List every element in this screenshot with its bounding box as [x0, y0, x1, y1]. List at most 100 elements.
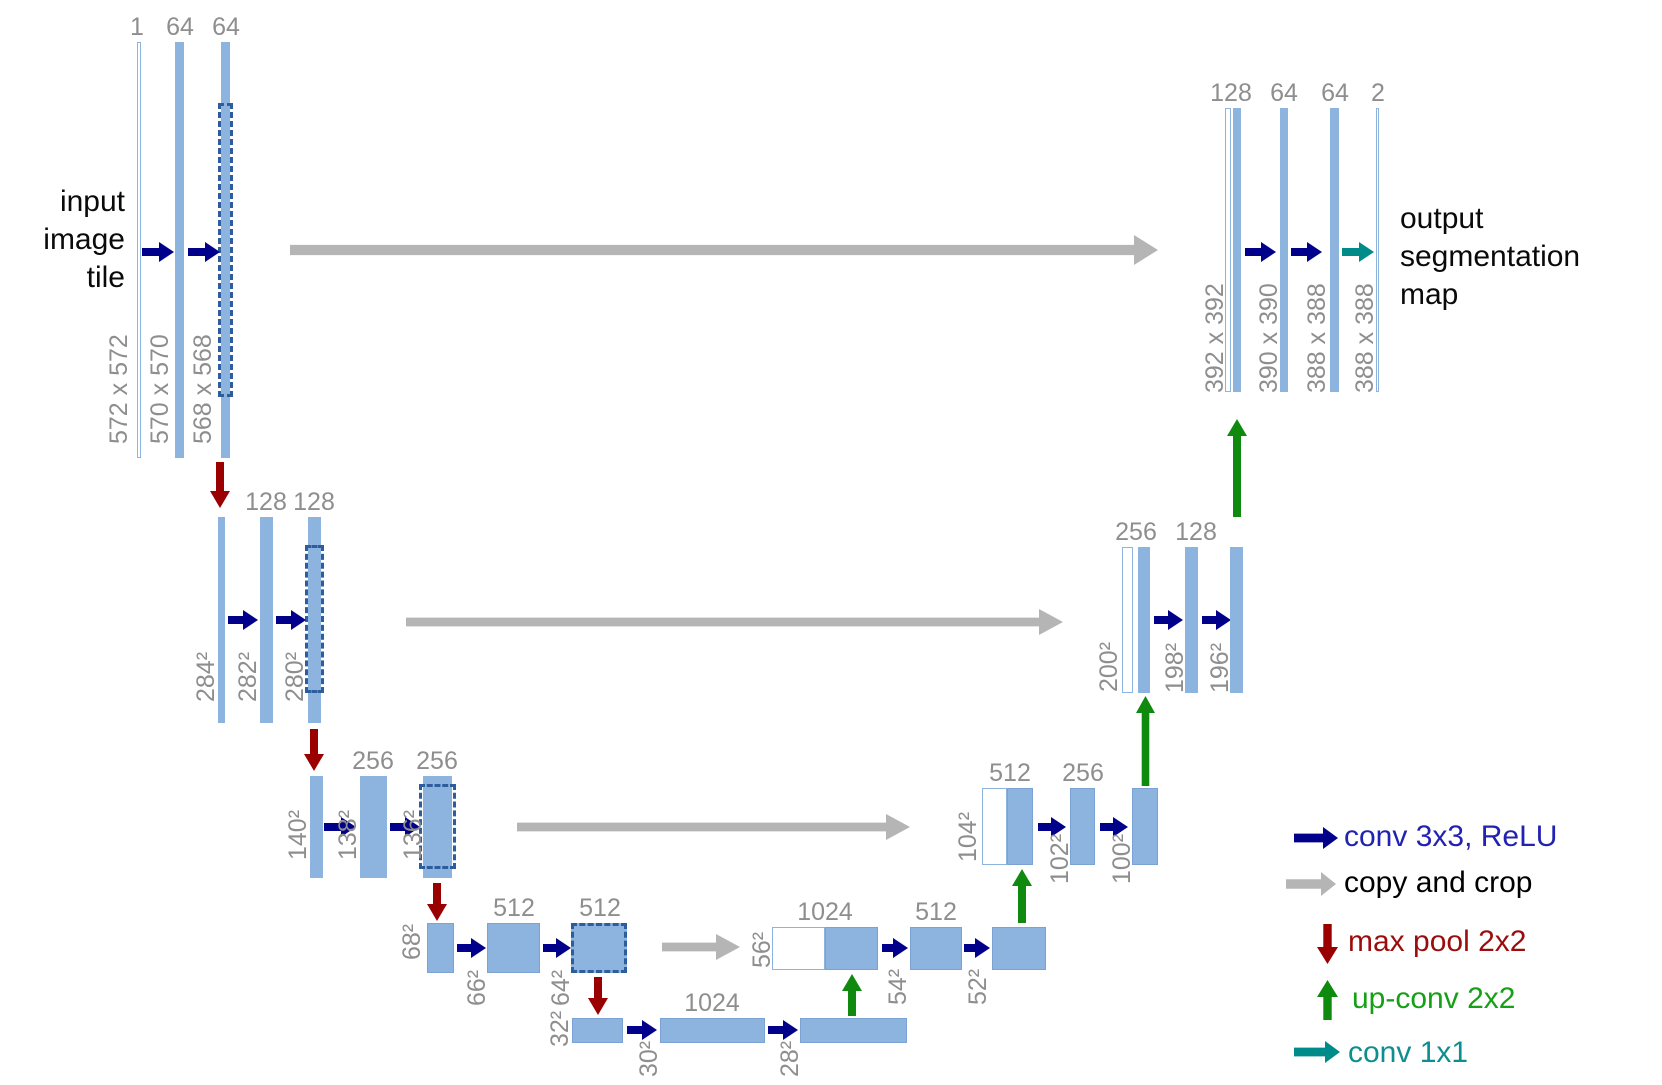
feature-map-bar [825, 927, 878, 970]
conv-arrow-icon [627, 1020, 657, 1040]
channel-count-label: 128 [1175, 518, 1217, 546]
legend-label: copy and crop [1344, 866, 1533, 899]
feature-map-bar [1070, 788, 1095, 865]
copied-feature-map-bar [1122, 547, 1133, 693]
feature-size-label: 388 x 388 [1303, 283, 1331, 393]
channel-count-label: 512 [579, 894, 621, 922]
feature-map-bar [1230, 547, 1243, 693]
legend-label: conv 1x1 [1348, 1036, 1469, 1069]
feature-size-label: 200² [1095, 641, 1123, 692]
feature-map-bar [992, 927, 1046, 970]
feature-map-bar [910, 927, 962, 970]
crop-region-outline [419, 784, 456, 869]
feature-map-bar [1185, 547, 1198, 693]
feature-size-label: 28² [776, 1040, 804, 1077]
legend-label: up-conv 2x2 [1352, 982, 1516, 1015]
up-conv-arrow-icon [1012, 869, 1032, 923]
conv1x1-arrow-icon [1342, 242, 1374, 262]
feature-size-label: 138² [334, 809, 362, 860]
conv-arrow-icon [1291, 242, 1322, 262]
feature-map-bar [800, 1018, 907, 1043]
output-segmentation-map-label: output segmentation map [1400, 200, 1662, 314]
legend-label: conv 3x3, ReLU [1344, 820, 1558, 853]
feature-map-bar [137, 42, 141, 458]
conv-arrow-icon [457, 938, 486, 958]
channel-count-label: 64 [1270, 79, 1298, 107]
copied-feature-map-bar [1225, 108, 1231, 392]
conv-arrow-icon [964, 938, 990, 958]
channel-count-label: 1 [130, 13, 144, 41]
feature-size-label: 140² [284, 809, 312, 860]
conv-arrow-icon [543, 938, 571, 958]
feature-size-label: 568 x 568 [189, 334, 217, 444]
feature-map-bar [427, 923, 454, 973]
copy-crop-arrow-icon [662, 934, 740, 960]
channel-count-label: 128 [245, 488, 287, 516]
channel-count-label: 1024 [684, 989, 740, 1017]
copy-crop-arrow-icon [290, 235, 1158, 265]
legend-label: max pool 2x2 [1348, 925, 1527, 958]
copy-crop-arrow-icon [1286, 872, 1336, 896]
input-label-line: input [59, 185, 125, 218]
conv-arrow-icon [1294, 827, 1338, 849]
feature-size-label: 52² [964, 968, 992, 1005]
crop-region-outline [305, 545, 324, 693]
feature-map-bar [221, 42, 230, 458]
crop-region-outline [218, 103, 233, 397]
conv1x1-arrow-icon [1294, 1041, 1340, 1063]
feature-size-label: 66² [463, 969, 491, 1006]
feature-size-label: 388 x 388 [1351, 283, 1379, 393]
feature-size-label: 570 x 570 [146, 334, 174, 444]
feature-map-bar [360, 776, 387, 878]
up-conv-arrow-icon [1136, 696, 1155, 786]
channel-count-label: 512 [989, 759, 1031, 787]
copy-crop-arrow-icon [406, 609, 1063, 635]
copy-crop-arrow-icon [517, 814, 910, 840]
conv-arrow-icon [768, 1020, 798, 1040]
feature-map-bar [1330, 108, 1339, 392]
feature-map-bar [1233, 108, 1241, 392]
channel-count-label: 256 [352, 747, 394, 775]
input-image-tile-label: input image tile [28, 183, 125, 297]
feature-map-bar [423, 776, 452, 878]
feature-size-label: 280² [281, 651, 309, 702]
channel-count-label: 512 [493, 894, 535, 922]
conv-arrow-icon [276, 610, 306, 630]
feature-size-label: 390 x 390 [1255, 283, 1283, 393]
feature-size-label: 572 x 572 [105, 334, 133, 444]
feature-size-label: 30² [635, 1040, 663, 1077]
feature-size-label: 54² [884, 968, 912, 1005]
conv-arrow-icon [1245, 242, 1276, 262]
feature-map-bar [1376, 108, 1379, 392]
channel-count-label: 256 [1062, 759, 1104, 787]
copied-feature-map-bar [982, 788, 1007, 865]
feature-map-bar [1138, 547, 1150, 693]
channel-count-label: 128 [293, 488, 335, 516]
max-pool-arrow-icon [1317, 924, 1338, 964]
conv-arrow-icon [188, 242, 220, 262]
feature-size-label: 102² [1046, 833, 1074, 884]
feature-map-bar [1280, 108, 1288, 392]
conv-arrow-icon [228, 610, 258, 630]
input-label-line: tile [86, 261, 125, 294]
feature-map-bar [175, 42, 184, 458]
channel-count-label: 64 [1321, 79, 1349, 107]
channel-count-label: 1024 [797, 898, 853, 926]
channel-count-label: 128 [1210, 79, 1252, 107]
channel-count-label: 64 [212, 13, 240, 41]
feature-size-label: 32² [546, 1010, 574, 1047]
up-conv-arrow-icon [1317, 980, 1338, 1020]
output-label-line: segmentation [1400, 240, 1581, 273]
feature-map-bar [260, 517, 273, 723]
feature-size-label: 100² [1108, 833, 1136, 884]
crop-region-outline [571, 923, 627, 973]
max-pool-arrow-icon [427, 883, 447, 921]
feature-map-bar [218, 517, 225, 723]
output-label-line: output [1400, 202, 1484, 235]
output-label-line: map [1400, 278, 1459, 311]
feature-size-label: 284² [192, 651, 220, 702]
feature-size-label: 56² [748, 931, 776, 968]
max-pool-arrow-icon [210, 462, 230, 508]
feature-size-label: 196² [1206, 642, 1234, 693]
feature-size-label: 68² [398, 923, 426, 960]
